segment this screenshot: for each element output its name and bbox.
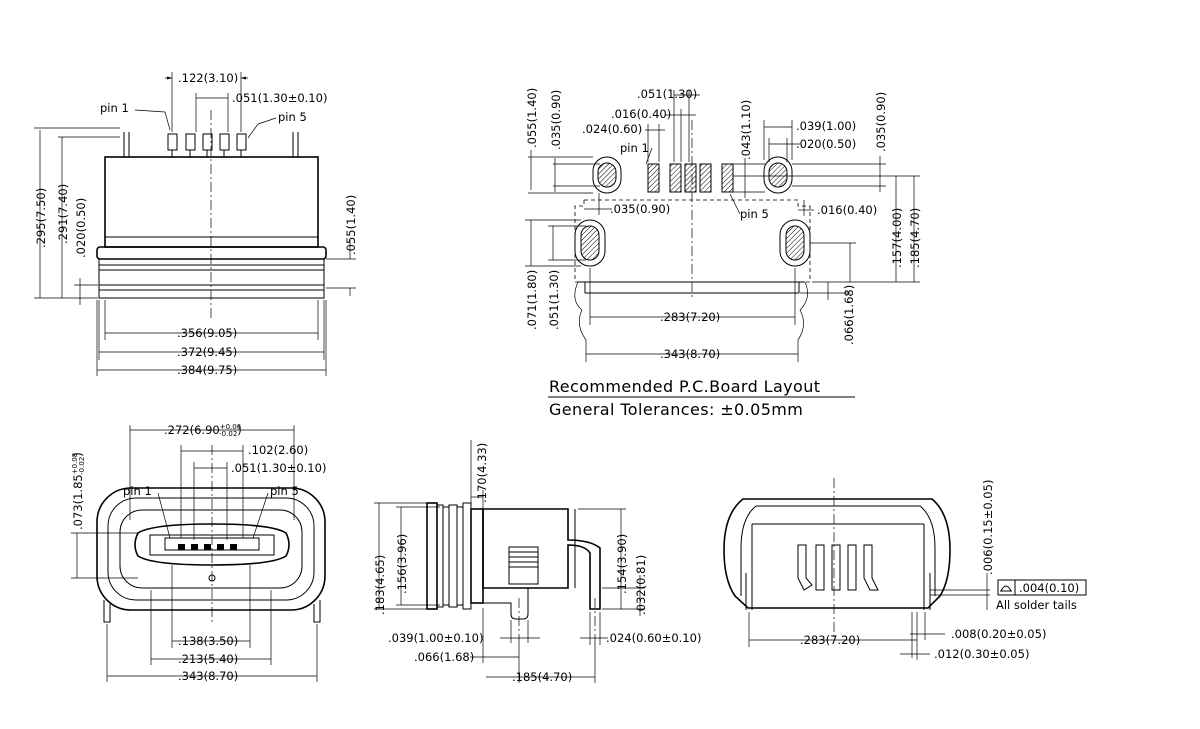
rear-d-tail-t: .008(0.20±0.05) <box>951 627 1046 641</box>
rear-d-span: .283(7.20) <box>800 633 860 647</box>
top-d-flange: .020(0.50) <box>74 198 88 258</box>
rear-d-flat: .006(0.15±0.05) <box>981 480 995 575</box>
pcb-layout-view: .051(1.30) .016(0.40) .024(0.60) pin 1 p… <box>525 87 922 419</box>
pcb-d-pitch: .051(1.30) <box>637 87 697 101</box>
pcb-pin5-label: pin 5 <box>740 207 769 221</box>
tolerance-note: General Tolerances: ±0.05mm <box>549 400 803 419</box>
front-d-mid: .213(5.40) <box>178 652 238 666</box>
front-d-pitch: .051(1.30±0.10) <box>231 461 326 475</box>
front-d-open-h-base: .073(1.85 <box>71 474 85 530</box>
pcb-d-inner-left: .035(0.90) <box>610 202 670 216</box>
side-d-overall-h: .183(4.65) <box>373 555 387 615</box>
rear-d-tail-w: .012(0.30±0.05) <box>934 647 1029 661</box>
pcb-d-left-slot-inner: .051(1.30) <box>547 270 561 330</box>
top-d-w-mid: .372(9.45) <box>177 345 237 359</box>
front-d-open-h-close: ) <box>71 452 85 457</box>
front-d-open-w-base: .272(6.90 <box>164 423 220 437</box>
front-d-open-w-tol-low: -0.02 <box>219 430 237 438</box>
side-d-tail-w: .024(0.60±0.10) <box>606 631 701 645</box>
top-pin5-label: pin 5 <box>278 110 307 124</box>
side-view: .183(4.65) .156(3.96) .170(4.33) .154(3.… <box>373 440 701 684</box>
front-d-open-w-close: ) <box>237 423 242 437</box>
side-d-post: .039(1.00±0.10) <box>388 631 483 645</box>
pcb-d-h-total: .185(4.70) <box>908 208 922 268</box>
front-pin5-label: pin 5 <box>270 484 299 498</box>
top-pin1-label: pin 1 <box>100 101 129 115</box>
front-d-open-w-tol-up: +0.06 <box>220 423 242 431</box>
front-d-open-h-tol-up: +0.08 <box>71 453 79 474</box>
top-d-pitch: .051(1.30±0.10) <box>232 91 327 105</box>
front-d-pin-span: .102(2.60) <box>248 443 308 457</box>
pcb-d-edge: .066(1.68) <box>842 285 856 345</box>
side-d-post-off: .066(1.68) <box>414 650 474 664</box>
front-d-open-h-tol-low: -0.02 <box>78 457 86 475</box>
pcb-d-left-slot-h: .071(1.80) <box>525 270 539 330</box>
pcb-d-right-h: .035(0.90) <box>874 92 888 152</box>
top-d-flange-right: .055(1.40) <box>344 195 358 255</box>
top-view: .122(3.10) .051(1.30±0.10) pin 1 pin 5 .… <box>34 71 358 377</box>
pcb-d-slot-span: .283(7.20) <box>660 310 720 324</box>
side-d-right-h: .154(3.90) <box>615 534 629 594</box>
top-d-w-outer: .384(9.75) <box>177 363 237 377</box>
pcb-d-h1: .055(1.40) <box>525 88 539 148</box>
pcb-d-h2: .035(0.90) <box>549 90 563 150</box>
top-d-w-inner: .356(9.05) <box>177 326 237 340</box>
rear-view: .006(0.15±0.05) .004(0.10) All solder ta… <box>723 478 1087 661</box>
front-d-inner: .138(3.50) <box>178 634 238 648</box>
front-d-outer: .343(8.70) <box>178 669 238 683</box>
top-d-height-total: .295(7.50) <box>34 188 48 248</box>
top-d-height-body: .291(7.40) <box>56 184 70 244</box>
pcb-d-pad-h: .043(1.10) <box>739 100 753 160</box>
pcb-d-slot-w: .039(1.00) <box>796 119 856 133</box>
side-d-depth: .185(4.70) <box>512 670 572 684</box>
pcb-pin1-label: pin 1 <box>620 141 649 155</box>
side-d-tail: .032(0.81) <box>634 555 648 615</box>
pcb-d-h-mid: .157(4.00) <box>890 208 904 268</box>
front-pin1-label: pin 1 <box>123 484 152 498</box>
rear-note-tails: All solder tails <box>996 598 1077 612</box>
pcb-d-slot-inner: .020(0.50) <box>796 137 856 151</box>
layout-title: Recommended P.C.Board Layout <box>549 377 820 396</box>
pcb-d-inner-right: .016(0.40) <box>817 203 877 217</box>
pcb-d-pad-gap: .016(0.40) <box>611 107 671 121</box>
front-view: .272(6.90+0.06-0.02) .102(2.60) .051(1.3… <box>71 423 326 683</box>
pcb-d-pad-w: .024(0.60) <box>582 122 642 136</box>
front-d-open-w: .272(6.90+0.06-0.02) <box>164 423 242 438</box>
rear-d-copl: .004(0.10) <box>1019 581 1079 595</box>
top-d-pin-span: .122(3.10) <box>178 71 238 85</box>
side-d-top: .170(4.33) <box>475 443 489 503</box>
pcb-d-total-w: .343(8.70) <box>660 347 720 361</box>
front-d-open-h: .073(1.85+0.08-0.02) <box>71 452 86 530</box>
side-d-body-h: .156(3.96) <box>395 534 409 594</box>
